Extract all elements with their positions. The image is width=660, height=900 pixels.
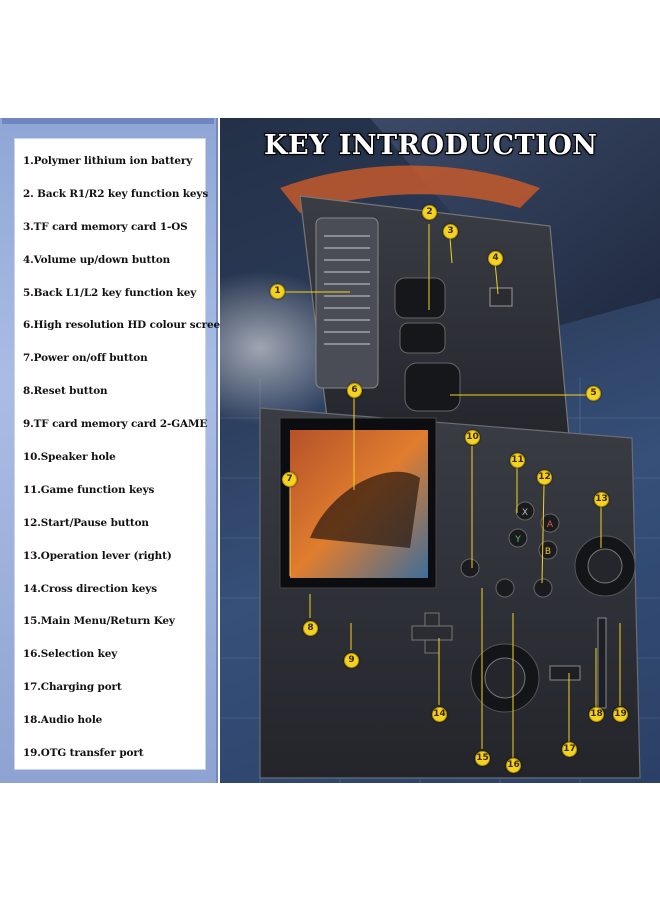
callout-16: 16 [506, 758, 521, 773]
key-item-tf-card-os: 3.TF card memory card 1-OS [23, 220, 188, 233]
callout-4: 4 [488, 251, 503, 266]
key-item-speaker: 10.Speaker hole [23, 451, 116, 464]
key-item-back-l1-l2: 5.Back L1/L2 key function key [23, 286, 197, 299]
callout-10: 10 [465, 430, 480, 445]
key-item-tf-card-game: 9.TF card memory card 2-GAME [23, 418, 208, 431]
key-item-back-r1-r2: 2. Back R1/R2 key function keys [23, 187, 209, 200]
key-item-volume: 4.Volume up/down button [23, 253, 171, 266]
callout-leaders [285, 224, 621, 764]
button-a [540, 513, 560, 533]
key-item-start-pause: 12.Start/Pause button [23, 516, 149, 529]
key-list: 1.Polymer lithium ion battery 2. Back R1… [23, 145, 228, 770]
device-front: X A Y B [259, 407, 641, 779]
key-item-main-menu: 15.Main Menu/Return Key [23, 615, 175, 628]
callout-3: 3 [443, 224, 458, 239]
device-illustration: X A Y B [220, 118, 660, 783]
key-item-lever-right: 13.Operation lever (right) [23, 549, 172, 562]
button-y-label: Y [514, 535, 521, 545]
callout-12: 12 [537, 470, 552, 485]
button-y [508, 528, 528, 548]
button-a-label: A [547, 520, 554, 530]
product-infographic: 1.Polymer lithium ion battery 2. Back R1… [0, 118, 660, 783]
callout-6: 6 [347, 383, 362, 398]
callout-19: 19 [613, 707, 628, 722]
callout-9: 9 [344, 653, 359, 668]
button-x-label: X [522, 508, 528, 518]
key-list-card: 1.Polymer lithium ion battery 2. Back R1… [14, 138, 228, 770]
key-item-screen: 6.High resolution HD colour screen [23, 319, 228, 332]
key-item-audio: 18.Audio hole [23, 714, 103, 727]
button-b [538, 540, 558, 560]
callout-8: 8 [303, 621, 318, 636]
key-item-selection: 16.Selection key [23, 648, 118, 661]
callout-17: 17 [562, 742, 577, 757]
callout-14: 14 [432, 707, 447, 722]
device-photo: X A Y B [220, 118, 660, 783]
callout-15: 15 [475, 751, 490, 766]
device-back [299, 195, 571, 449]
callout-5: 5 [586, 386, 601, 401]
callout-1: 1 [270, 284, 285, 299]
key-item-game-keys: 11.Game function keys [23, 483, 155, 496]
key-item-power: 7.Power on/off button [23, 352, 148, 365]
key-item-reset: 8.Reset button [23, 385, 108, 398]
button-b-label: B [545, 547, 551, 557]
button-x [515, 501, 535, 521]
key-item-charging: 17.Charging port [23, 681, 122, 694]
key-item-cross-keys: 14.Cross direction keys [23, 582, 157, 595]
headline: KEY INTRODUCTION [264, 130, 598, 161]
callout-2: 2 [422, 205, 437, 220]
key-item-battery: 1.Polymer lithium ion battery [23, 155, 193, 167]
key-list-panel: 1.Polymer lithium ion battery 2. Back R1… [0, 118, 228, 783]
callout-18: 18 [589, 707, 604, 722]
callout-13: 13 [594, 492, 609, 507]
callout-11: 11 [510, 453, 525, 468]
callout-7: 7 [282, 472, 297, 487]
key-item-otg: 19.OTG transfer port [23, 747, 144, 760]
